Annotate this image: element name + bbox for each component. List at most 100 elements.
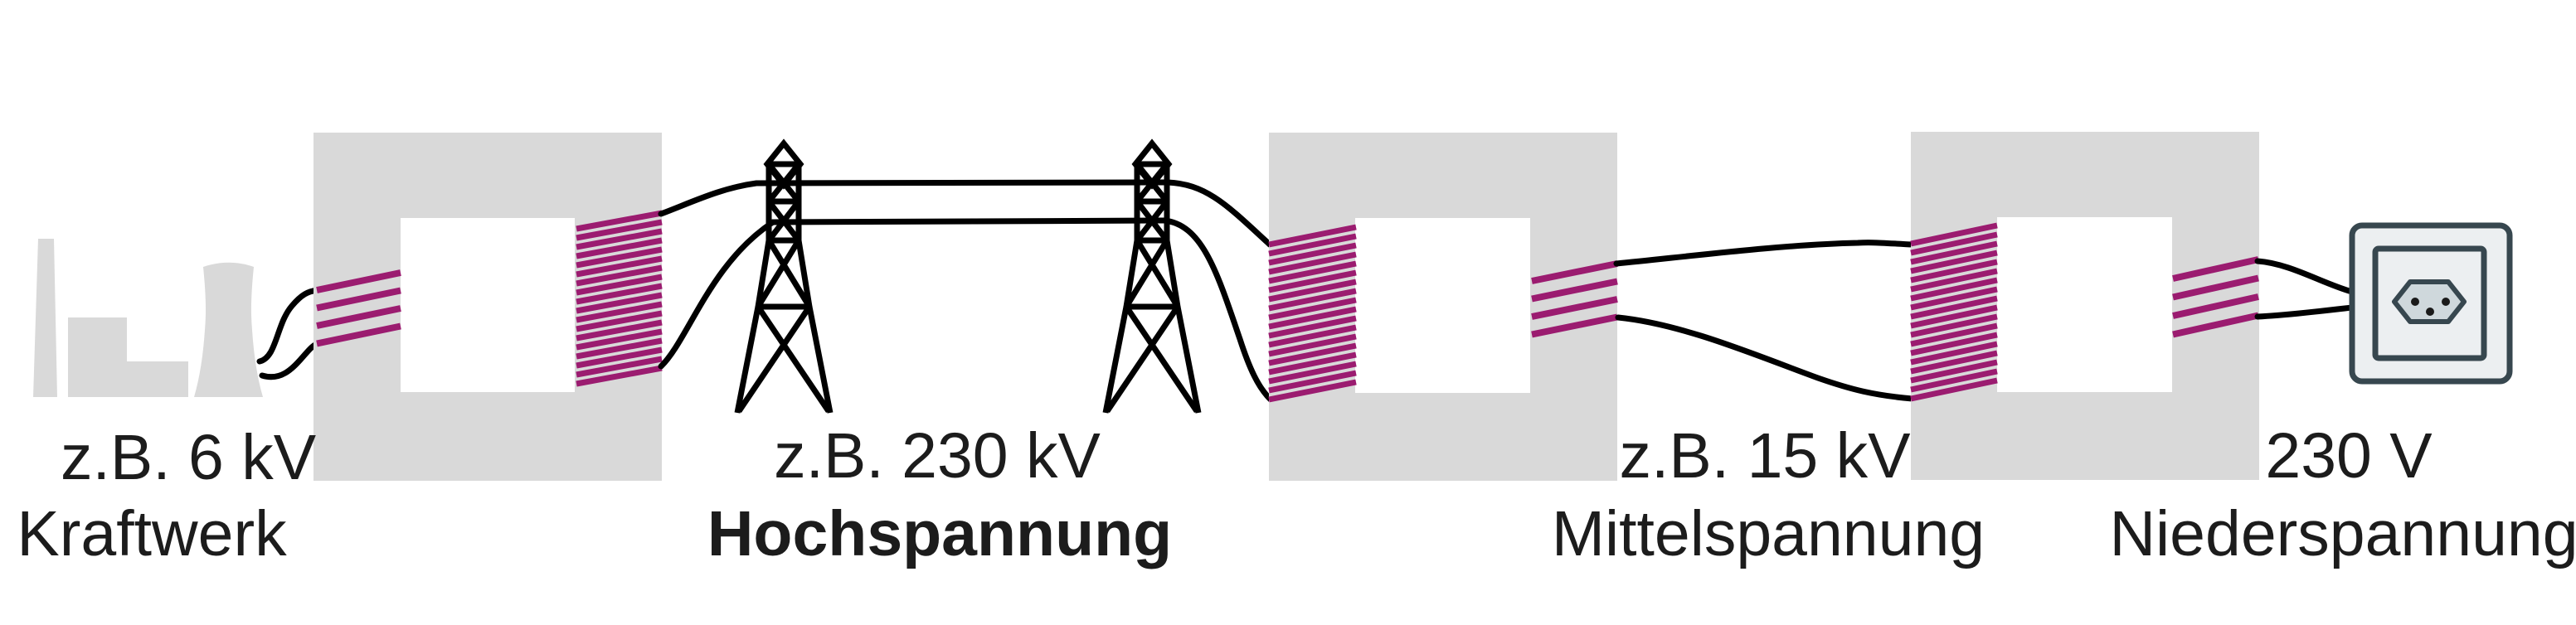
- coil-turn: [576, 264, 663, 287]
- coil-turn: [576, 346, 663, 369]
- coil-turn: [1531, 260, 1618, 284]
- coil-turn: [1910, 240, 1998, 265]
- coil-turn: [1268, 269, 1357, 293]
- coil-turn: [1910, 377, 1998, 402]
- coil-turn: [1910, 222, 1998, 247]
- socket-pin-hole-center: [2426, 308, 2434, 316]
- label-station4-voltage: 230 V: [2265, 420, 2433, 492]
- transformer1-core-window: [401, 218, 575, 392]
- transformer2-secondary-coil: [1531, 260, 1618, 338]
- coil-turn: [2172, 256, 2259, 282]
- wire-transformer2-to-transformer3-upper: [1613, 240, 1916, 267]
- coil-turn: [576, 283, 663, 305]
- coil-turn: [1910, 368, 1998, 393]
- transformer-3: [1910, 132, 2259, 480]
- coil-turn: [1268, 242, 1357, 266]
- coil-turn: [576, 210, 663, 232]
- coil-turn: [1910, 259, 1998, 283]
- coil-turn: [576, 246, 663, 269]
- transformer3-core-window: [1997, 217, 2172, 392]
- coil-turn: [1268, 260, 1357, 284]
- coil-turn: [1268, 333, 1357, 357]
- coil-turn: [1910, 304, 1998, 329]
- plant-building: [68, 317, 188, 397]
- coil-turn: [1268, 288, 1357, 312]
- label-station1-name: Kraftwerk: [17, 498, 287, 569]
- coil-turn: [1910, 322, 1998, 347]
- coil-turn: [1268, 379, 1357, 403]
- coil-turn: [576, 228, 663, 250]
- coil-turn: [1268, 351, 1357, 375]
- coil-turn: [1268, 279, 1357, 303]
- wire-plant-to-transformer1-upper: [256, 287, 322, 365]
- wire-transformer3-to-socket-lower: [2254, 304, 2355, 320]
- transformer1-primary-coil: [316, 269, 401, 347]
- coil-turn: [576, 237, 663, 259]
- coil-turn: [1910, 286, 1998, 311]
- power-plant: [33, 239, 263, 397]
- transformer3-primary-coil: [1910, 222, 1998, 402]
- coil-turn: [576, 328, 663, 351]
- transformer-1: [313, 133, 663, 481]
- coil-turn: [1910, 295, 1998, 320]
- socket-recess: [2392, 279, 2467, 324]
- coil-turn: [1268, 342, 1357, 366]
- label-station2-voltage: z.B. 230 kV: [774, 420, 1101, 492]
- coil-turn: [1910, 359, 1998, 384]
- coil-turn: [576, 255, 663, 278]
- coil-turn: [576, 292, 663, 314]
- coil-turn: [1268, 224, 1357, 248]
- coil-turn: [576, 310, 663, 332]
- coil-turn: [1531, 278, 1618, 303]
- transformer-2: [1268, 133, 1618, 481]
- transformer3-secondary-coil: [2172, 256, 2259, 338]
- coil-turn: [1910, 268, 1998, 293]
- coil-turn: [576, 219, 663, 241]
- coil-turn: [1531, 313, 1618, 338]
- coil-turn: [2172, 312, 2259, 338]
- coil-turn: [1268, 370, 1357, 394]
- cooling-tower: [194, 262, 263, 397]
- hv-conductor-lower: [658, 217, 1275, 404]
- label-station3-voltage: z.B. 15 kV: [1620, 420, 1912, 492]
- power-socket-icon: [2349, 222, 2513, 385]
- coil-turn: [1268, 361, 1357, 385]
- coil-turn: [1531, 296, 1618, 320]
- coil-turn: [1268, 324, 1357, 348]
- transformer2-core-window: [1355, 218, 1530, 393]
- coil-turn: [316, 322, 401, 347]
- wire-transformer3-to-socket-upper: [2254, 258, 2355, 295]
- socket-pin-hole-right: [2442, 298, 2450, 306]
- coil-turn: [576, 319, 663, 342]
- transformer1-secondary-coil: [576, 210, 663, 387]
- coil-turn: [316, 287, 401, 312]
- coil-turn: [316, 305, 401, 329]
- wire-plant-to-transformer1-lower: [259, 340, 322, 380]
- coil-turn: [576, 274, 663, 296]
- coil-turn: [576, 365, 663, 387]
- coil-turn: [576, 301, 663, 323]
- socket-pin-hole-left: [2411, 298, 2419, 306]
- coil-turn: [1910, 332, 1998, 356]
- coil-turn: [576, 337, 663, 360]
- label-station3-name: Mittelspannung: [1552, 498, 1985, 569]
- coil-turn: [576, 356, 663, 378]
- label-station1-voltage: z.B. 6 kV: [61, 422, 317, 493]
- coil-turn: [1910, 231, 1998, 256]
- coil-turn: [1268, 233, 1357, 257]
- coil-turn: [1910, 341, 1998, 366]
- coil-turn: [1910, 313, 1998, 338]
- label-station2-name: Hochspannung: [707, 498, 1172, 569]
- wire-transformer2-to-transformer3-lower: [1615, 314, 1916, 402]
- chimney: [33, 239, 57, 397]
- coil-turn: [1910, 277, 1998, 302]
- coil-turn: [1268, 297, 1357, 321]
- coil-turn: [1268, 251, 1357, 275]
- coil-turn: [2172, 293, 2259, 319]
- label-station4-name: Niederspannung: [2109, 498, 2576, 569]
- coil-turn: [2172, 274, 2259, 301]
- coil-turn: [1910, 250, 1998, 274]
- coil-turn: [1910, 350, 1998, 375]
- coil-turn: [316, 269, 401, 293]
